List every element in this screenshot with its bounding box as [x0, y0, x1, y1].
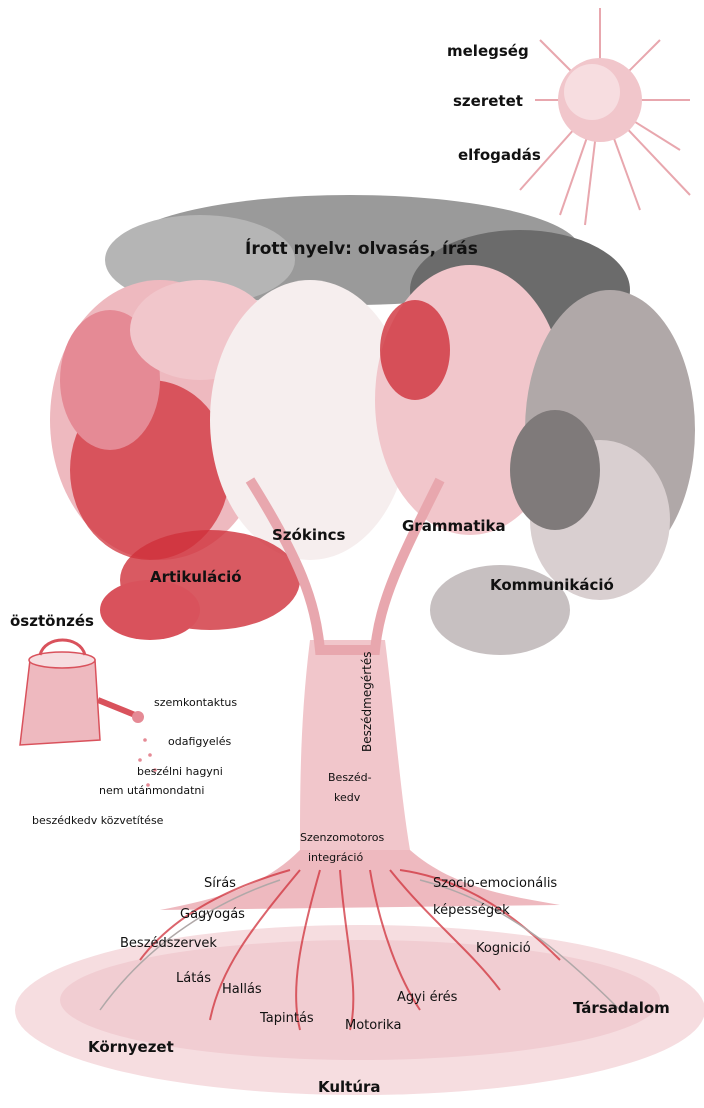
sun-label-warmth: melegség	[447, 43, 529, 60]
root-label-touch: Tapintás	[260, 1012, 314, 1026]
crown-label-grammar: Grammatika	[402, 518, 506, 535]
trunk-label-speech-desire-1: Beszéd-	[328, 772, 372, 784]
trunk-label-integration-1: Szenzomotoros	[300, 832, 384, 844]
trunk-label-speech-understanding: Beszédmegértés	[360, 651, 374, 752]
root-label-vision: Látás	[176, 972, 211, 986]
root-label-socio-1: Szocio-emocionális	[433, 877, 557, 891]
root-label-babbling: Gagyogás	[180, 908, 245, 922]
trunk-label-speech-desire-2: kedv	[334, 792, 360, 804]
watering-item-eye-contact: szemkontaktus	[154, 697, 237, 709]
crown-label-vocabulary: Szókincs	[272, 527, 345, 544]
root-label-cognition: Kognició	[476, 942, 531, 956]
sun-label-acceptance: elfogadás	[458, 147, 541, 164]
crown-label-written-language: Írott nyelv: olvasás, írás	[245, 240, 478, 259]
root-label-hearing: Hallás	[222, 983, 262, 997]
watering-item-let-speak: beszélni hagyni	[137, 766, 223, 778]
crown-label-communication: Kommunikáció	[490, 577, 614, 594]
watering-item-attention: odafigyelés	[168, 736, 231, 748]
watering-title: ösztönzés	[10, 613, 94, 630]
ground-label-culture: Kultúra	[318, 1079, 381, 1096]
root-label-crying: Sírás	[204, 877, 236, 891]
root-label-speech-organs: Beszédszervek	[120, 937, 217, 951]
sun	[520, 8, 690, 225]
watering-item-convey-joy: beszédkedv közvetítése	[32, 815, 163, 827]
ground-label-environment: Környezet	[88, 1039, 174, 1056]
crown-label-articulation: Artikuláció	[150, 569, 242, 586]
sun-label-love: szeretet	[453, 93, 523, 110]
root-label-brain: Agyi érés	[397, 991, 457, 1005]
root-label-motor: Motorika	[345, 1019, 401, 1033]
trunk	[300, 640, 410, 850]
trunk-label-integration-2: integráció	[308, 852, 363, 864]
watering-item-no-repeat: nem utánmondatni	[99, 785, 204, 797]
root-label-socio-2: képességek	[433, 904, 510, 918]
ground-label-society: Társadalom	[573, 1000, 670, 1017]
